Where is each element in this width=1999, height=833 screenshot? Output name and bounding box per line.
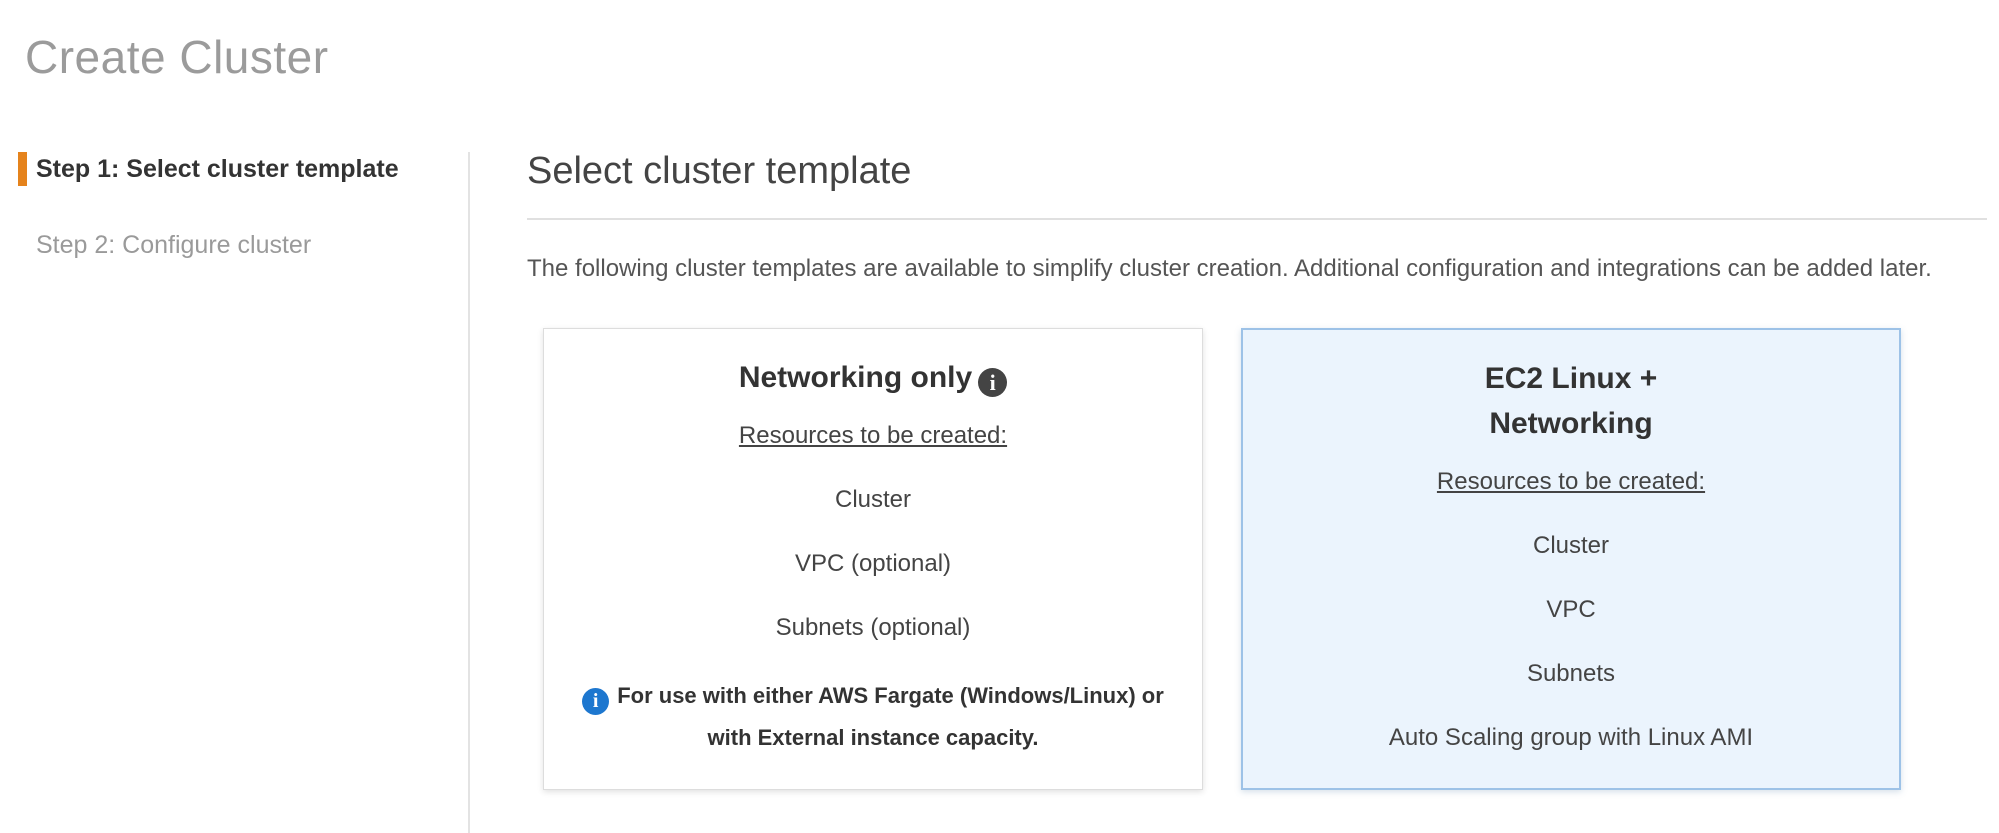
section-divider bbox=[527, 218, 1987, 220]
resources-label: Resources to be created: bbox=[1436, 468, 1706, 495]
resource-item: Auto Scaling group with Linux AMI bbox=[1388, 724, 1754, 751]
card-title-line: EC2 Linux + bbox=[1484, 362, 1658, 395]
resource-item: Cluster bbox=[1532, 532, 1610, 559]
section-description: The following cluster templates are avai… bbox=[527, 255, 1932, 282]
card-note-text: For use with either AWS Fargate (Windows… bbox=[617, 683, 1164, 750]
card-title-line: Networking bbox=[1489, 407, 1653, 440]
section-title: Select cluster template bbox=[527, 150, 912, 192]
sidebar-divider bbox=[468, 152, 470, 833]
sidebar-step-1[interactable]: Step 1: Select cluster template bbox=[18, 152, 468, 186]
card-note: i For use with either AWS Fargate (Window… bbox=[578, 675, 1168, 759]
main-content: Select cluster template The following cl… bbox=[527, 148, 1987, 790]
info-icon[interactable]: i bbox=[978, 368, 1008, 397]
card-title: EC2 Linux + Networking bbox=[1485, 356, 1658, 446]
resource-item: Subnets (optional) bbox=[775, 614, 971, 641]
sidebar-step-2[interactable]: Step 2: Configure cluster bbox=[36, 231, 312, 259]
resource-item: VPC bbox=[1546, 596, 1596, 623]
resource-item: Cluster bbox=[834, 486, 912, 513]
steps-sidebar: Step 1: Select cluster template Step 2: … bbox=[0, 152, 468, 304]
template-card-ec2-linux-networking[interactable]: EC2 Linux + Networking Resources to be c… bbox=[1241, 328, 1901, 790]
card-title-text: Networking only bbox=[738, 361, 973, 394]
resource-item: Subnets bbox=[1526, 660, 1616, 687]
page-title: Create Cluster bbox=[25, 31, 329, 83]
resource-item: VPC (optional) bbox=[794, 550, 952, 577]
info-icon-blue: i bbox=[582, 688, 610, 715]
resources-label: Resources to be created: bbox=[738, 422, 1008, 449]
